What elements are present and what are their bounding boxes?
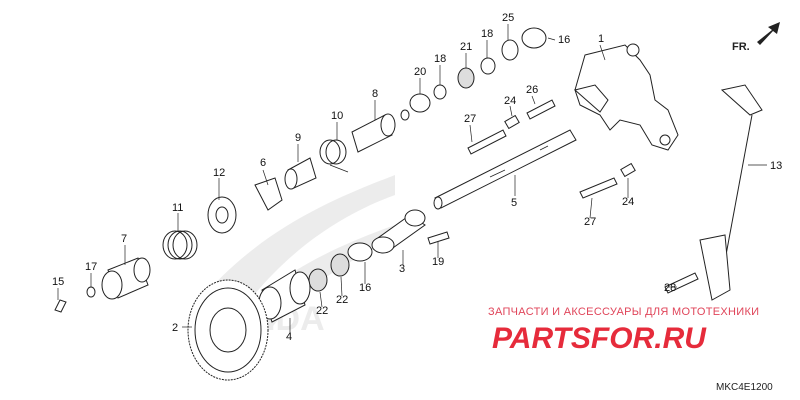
- callout-25: 25: [502, 12, 514, 24]
- part-16-washer-upper: [521, 27, 547, 49]
- watermark: ЗАПЧАСТИ И АКСЕССУАРЫ ДЛЯ МОТОТЕХНИКИ PA…: [488, 306, 759, 355]
- callout-16-upper: 16: [558, 34, 570, 46]
- part-14-washer: [400, 109, 410, 121]
- part-24-pin-upper: [504, 114, 520, 130]
- watermark-brand: PARTSFOR.RU: [492, 322, 707, 355]
- callout-2: 2: [172, 322, 178, 334]
- part-10-spring: [319, 139, 349, 173]
- callout-18-b: 18: [481, 28, 493, 40]
- part-18-washer-b: [480, 57, 496, 75]
- part-15-bolt: [54, 299, 67, 313]
- part-7-bushing: [101, 257, 151, 300]
- part-25-clip: [501, 39, 519, 61]
- callout-26: 26: [526, 84, 538, 96]
- part-26-bolt: [526, 99, 556, 120]
- callout-27-upper: 27: [464, 113, 476, 125]
- callout-22-b: 22: [336, 294, 348, 306]
- callout-10: 10: [331, 110, 343, 122]
- callout-20: 20: [414, 66, 426, 78]
- part-19-pin: [427, 231, 450, 245]
- callout-7: 7: [121, 233, 127, 245]
- part-27-bolt-upper: [467, 129, 507, 155]
- leader-lines: [57, 24, 767, 333]
- part-28-bolt: [664, 272, 699, 294]
- callout-24-upper: 24: [504, 95, 516, 107]
- part-9-bushing: [284, 157, 317, 190]
- part-6-plate: [254, 177, 283, 211]
- callout-9: 9: [295, 132, 301, 144]
- callout-6: 6: [260, 157, 266, 169]
- callout-1: 1: [598, 33, 604, 45]
- callout-19: 19: [432, 256, 444, 268]
- callout-8: 8: [372, 88, 378, 100]
- callout-16-lower: 16: [359, 282, 371, 294]
- callout-13: 13: [770, 160, 782, 172]
- callout-5: 5: [511, 197, 517, 209]
- diagram-code: MKC4E1200: [716, 382, 773, 393]
- direction-label: FR.: [732, 41, 750, 53]
- callout-4: 4: [286, 331, 292, 343]
- callout-21: 21: [460, 41, 472, 53]
- part-27-bolt-lower: [579, 177, 618, 199]
- callout-24-lower: 24: [622, 196, 634, 208]
- callout-27-lower: 27: [584, 216, 596, 228]
- part-2-gear: [187, 279, 269, 381]
- callout-labels: 1 2 3 4 5 6 7 8 9 10 11 12 13 15 16 16 1…: [52, 12, 782, 343]
- part-13-rod: [699, 84, 763, 301]
- callout-12: 12: [213, 167, 225, 179]
- part-3-collar: [371, 209, 426, 254]
- part-4-hub: [258, 269, 311, 323]
- callout-22-a: 22: [316, 305, 328, 317]
- part-1-bracket: [573, 43, 679, 151]
- callout-11: 11: [172, 202, 183, 214]
- part-22-bearings: [308, 253, 350, 292]
- part-17-washer: [86, 286, 96, 298]
- front-direction-arrow: FR.: [732, 22, 780, 53]
- part-8-spindle: [351, 113, 396, 153]
- callout-15: 15: [52, 276, 64, 288]
- part-21-bearing: [457, 67, 475, 89]
- callout-18-a: 18: [434, 53, 446, 65]
- callout-3: 3: [399, 263, 405, 275]
- part-18-washer-a: [433, 84, 447, 100]
- part-5-shaft: [433, 129, 577, 210]
- callout-28: 28: [664, 282, 676, 294]
- callout-17: 17: [85, 261, 97, 273]
- part-24-pin-lower: [620, 162, 636, 178]
- part-11-spring: [162, 230, 198, 260]
- part-12-ratchet: [207, 196, 237, 234]
- watermark-tagline: ЗАПЧАСТИ И АКСЕССУАРЫ ДЛЯ МОТОТЕХНИКИ: [488, 306, 759, 318]
- part-16-washer-lower: [347, 242, 373, 262]
- part-20-washer: [409, 93, 431, 113]
